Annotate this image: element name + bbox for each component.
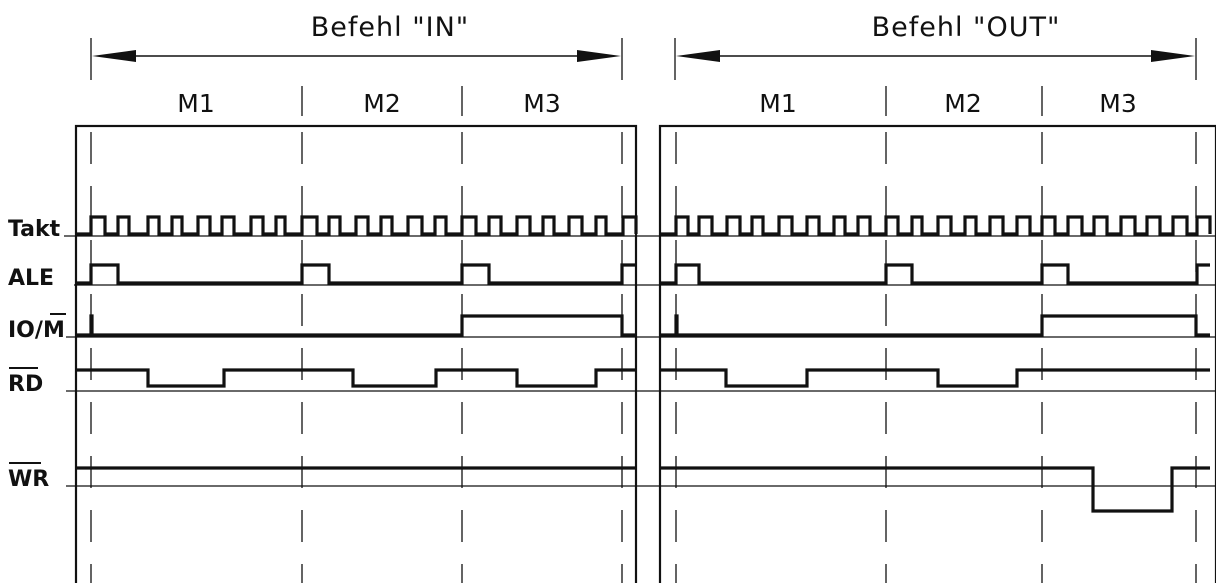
ale-waveform-in	[75, 263, 636, 285]
iom-waveform-out	[660, 314, 1210, 337]
phase-label-m3: M3	[1099, 89, 1136, 118]
instruction-in-right-arrowhead	[577, 50, 621, 62]
signal-baselines	[64, 235, 1216, 487]
waveforms-out	[660, 215, 1212, 513]
instruction-in-dashed-markers	[90, 132, 623, 583]
signal-label-iom-bar: M	[43, 318, 65, 343]
waveforms-in	[75, 215, 638, 470]
phase-label-m3: M3	[523, 89, 560, 118]
ale-waveform-out	[660, 263, 1210, 285]
takt-waveform-in	[75, 215, 638, 236]
iom-waveform-in	[75, 314, 636, 337]
signal-label-rd: RD	[8, 372, 43, 397]
takt-waveform-out	[660, 215, 1212, 236]
instruction-out-right-arrowhead	[1151, 50, 1195, 62]
phase-label-m1: M1	[759, 89, 796, 118]
rd-waveform-out	[660, 368, 1210, 388]
instruction-in-title: Befehl "IN"	[311, 12, 469, 43]
instruction-out-dashed-markers	[675, 132, 1197, 583]
phase-label-m2: M2	[944, 89, 981, 118]
instruction-out-header: Befehl "OUT" M1 M2 M3	[674, 12, 1197, 118]
rd-waveform-in	[75, 368, 636, 388]
signal-label-takt: Takt	[8, 217, 61, 242]
instruction-in-header: Befehl "IN" M1 M2 M3	[90, 12, 623, 118]
signal-label-iom-prefix: IO/	[8, 318, 44, 343]
instruction-in-frame	[74, 124, 638, 583]
instruction-in-left-arrowhead	[92, 50, 136, 62]
phase-label-m2: M2	[363, 89, 400, 118]
instruction-out-left-arrowhead	[676, 50, 720, 62]
signal-label-ale: ALE	[8, 266, 54, 291]
signal-labels: Takt ALE IO/M RD WR	[8, 217, 66, 492]
phase-label-m1: M1	[177, 89, 214, 118]
signal-label-iom: IO/M	[8, 318, 65, 343]
instruction-out-frame	[658, 124, 1216, 583]
signal-label-wr: WR	[8, 467, 49, 492]
wr-waveform-out	[660, 466, 1210, 513]
instruction-out-title: Befehl "OUT"	[872, 12, 1061, 43]
